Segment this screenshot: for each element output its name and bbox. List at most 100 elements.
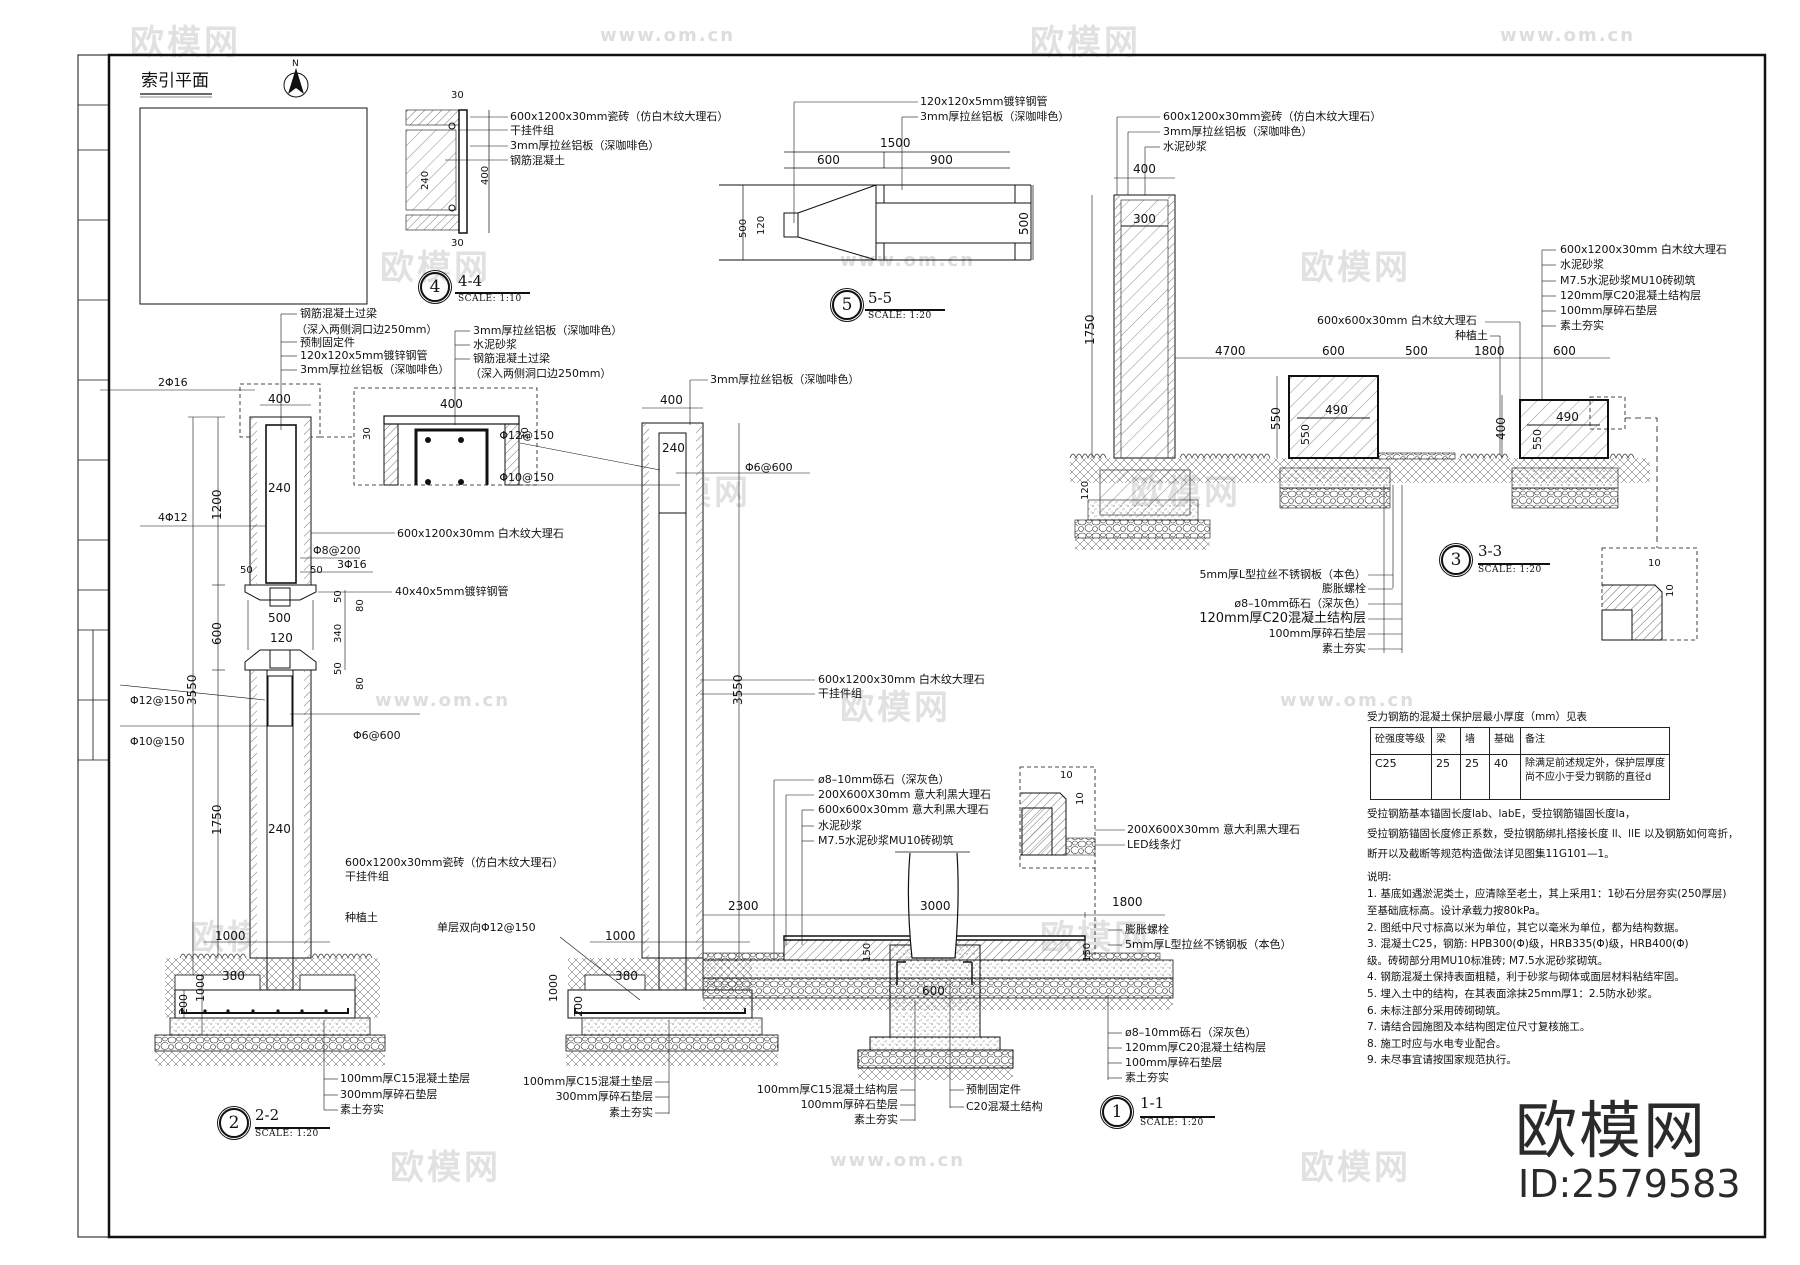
dim-150b: 150 [1082,942,1093,962]
label-marble: 600x1200x30mm 白木纹大理石 [818,673,985,686]
dim-2300: 2300 [728,899,759,913]
dim-1000-vertical: 1000 [547,974,560,1002]
dim-30-bottom: 30 [451,238,464,249]
rebar-4-12: 4Φ12 [158,511,188,524]
dim-50c: 50 [333,590,344,603]
label-pebble: ø8–10mm砾石（深灰色） [1125,1026,1257,1039]
dim-600: 600 [922,984,945,998]
rebar-12-150: Φ12@150 [130,694,185,707]
dim-80a: 80 [355,599,366,612]
watermark-brand: 欧模网 [1300,248,1411,288]
notes-title: 说明: [1367,871,1392,883]
dim-600: 600 [210,622,224,645]
dim-500: 500 [1405,344,1428,358]
label-detail-lintel: 钢筋混凝土过梁 [473,352,550,365]
dim-500-left: 500 [738,218,749,238]
label-white-marble: 600x1200x30mm 白木纹大理石 [1560,243,1727,256]
dim-240: 240 [662,441,685,455]
table-cell: 25 [1460,754,1490,800]
dim-30-top: 30 [451,90,464,101]
watermark-site: www.om.cn [375,690,511,711]
dim-600: 600 [817,153,840,167]
section-scale-5-5: SCALE: 1:20 [868,311,932,321]
note-item: 级。砖砌部分用MU10标准砖; M7.5水泥砂浆砌筑。 [1367,955,1609,967]
rebar-6-600: Φ6@600 [745,461,793,474]
label-c20: 120mm厚C20混凝土结构层 [1560,289,1702,302]
dim-500-right: 500 [1017,212,1031,235]
label-steel-tube-40: 40x40x5mm镀锌钢管 [395,585,509,598]
label-pebble: ø8–10mm砾石（深灰色） [818,773,950,786]
section-symbol-1: 1 [1102,1097,1132,1127]
dim-550-b: 550 [1299,424,1312,445]
table-cell: 除满足前述规定外，保护层厚度尚不应小于受力钢筋的直径d [1520,754,1670,800]
label-hanger: 干挂件组 [510,124,554,137]
section-name-2-2: 2-2 [255,1106,280,1124]
label-soil: 素土夯实 [854,1113,898,1126]
label-steel-tube: 120x120x5mm镀锌钢管 [300,349,428,362]
table-cell: 25 [1431,754,1461,800]
dim-detail-400: 400 [440,397,463,411]
label-planting-soil: 种植土 [1455,329,1488,342]
label-gravel: 100mm厚碎石垫层 [1125,1056,1223,1069]
label-gravel: 300mm厚碎石垫层 [340,1088,438,1101]
dim-detail-10b: 10 [1665,584,1676,597]
label-aluminum: 3mm厚拉丝铝板（深咖啡色） [1163,125,1313,138]
label-tile: 600x1200x30mm瓷砖（仿白木纹大理石） [510,110,729,123]
label-marble: 600x1200x30mm 白木纹大理石 [397,527,564,540]
label-c20: 120mm厚C20混凝土结构层 [1199,611,1366,626]
dim-500: 500 [268,611,291,625]
dim-600: 600 [1553,344,1576,358]
label-black-marble-600: 600x600x30mm 意大利黑大理石 [818,803,989,816]
label-aluminum: 3mm厚拉丝铝板（深咖啡色） [300,363,450,376]
rebar-2-16: 2Φ16 [158,376,188,389]
dim-550-a: 550 [1269,407,1283,430]
label-hanger: 干挂件组 [345,870,389,883]
cover-table-title: 受力钢筋的混凝土保护层最小厚度（mm）见表 [1367,711,1587,723]
dim-380: 380 [615,969,638,983]
section-name-3-3: 3-3 [1478,542,1503,560]
dim-detail-30a: 30 [362,427,373,440]
dim-1750: 1750 [1083,314,1097,345]
section-symbol-4: 4 [420,272,450,302]
note-item: 9. 未尽事宜请按国家规范执行。 [1367,1054,1517,1066]
section-symbol-2: 2 [219,1108,249,1138]
anchor-note: 受拉钢筋基本锚固长度lab、labE，受拉钢筋锚固长度la， [1367,808,1636,820]
label-planting-soil: 种植土 [345,911,378,924]
dim-3550: 3550 [731,674,745,705]
dim-3550: 3550 [185,674,199,705]
label-pebble: ø8–10mm砾石（深灰色） [1234,597,1366,610]
dim-1000: 1000 [605,929,636,943]
dim-120: 120 [756,215,767,235]
rebar-8-200: Φ8@200 [313,544,361,557]
dim-detail-10a: 10 [1648,558,1661,569]
dim-1800: 1800 [1112,895,1143,909]
label-c20: 120mm厚C20混凝土结构层 [1125,1041,1267,1054]
table-header: 基础 [1489,727,1521,755]
section-scale-4-4: SCALE: 1:10 [458,294,522,304]
note-item: 2. 图纸中尺寸标高以米为单位，其它以毫米为单位，都为结构数据。 [1367,922,1685,934]
label-steel-tube: 120x120x5mm镀锌钢管 [920,95,1048,108]
label-gravel: 100mm厚碎石垫层 [1268,627,1366,640]
dim-1200: 1200 [210,489,224,520]
dim-detail-10a: 10 [1060,770,1073,781]
table-header: 备注 [1520,727,1670,755]
index-plan-title: 索引平面 [141,71,209,91]
label-tile: 600x1200x30mm瓷砖（仿白木纹大理石） [1163,110,1382,123]
label-c20-structure: C20混凝土结构 [966,1100,1043,1113]
dim-550-c: 550 [1531,429,1544,450]
label-soil: 素土夯实 [1322,642,1366,655]
dim-200: 200 [177,994,190,1015]
watermark-site: www.om.cn [600,25,736,46]
label-tile: 600x1200x30mm瓷砖（仿白木纹大理石） [345,856,564,869]
table-header: 梁 [1431,727,1461,755]
dim-240-bottom: 240 [268,822,291,836]
table-header-row: 砼强度等级 梁 墙 基础 备注 [1370,727,1670,755]
dim-1750: 1750 [210,804,224,835]
dim-50b: 50 [310,565,323,576]
section-scale-3-3: SCALE: 1:20 [1478,565,1542,575]
label-soil: 素土夯实 [1125,1071,1169,1084]
table-header: 砼强度等级 [1370,727,1432,755]
dim-380: 380 [222,969,245,983]
note-item: 7. 请结合园施图及本结构图定位尺寸复核施工。 [1367,1021,1591,1033]
label-detail-aluminum: 3mm厚拉丝铝板（深咖啡色） [473,324,623,337]
